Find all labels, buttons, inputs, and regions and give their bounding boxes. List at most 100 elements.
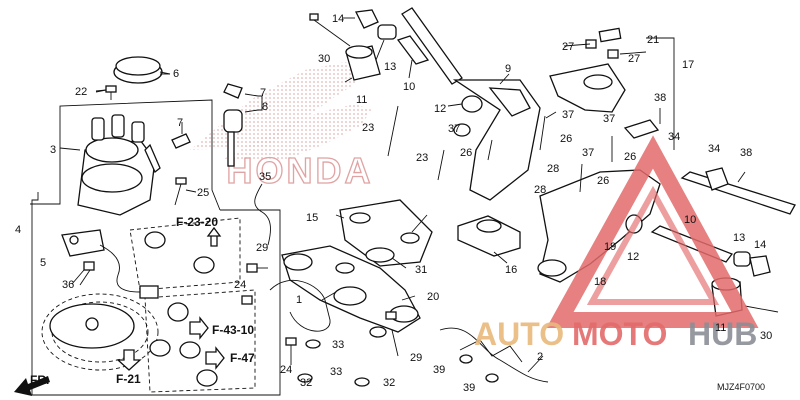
wire-harness-2b — [459, 339, 523, 363]
callout-37c: 37 — [582, 147, 594, 159]
front-label: FR. — [30, 373, 49, 387]
callout-12b: 12 — [627, 251, 639, 263]
reference-codes: F-23-20 F-43-10 F-47 F-21 FR. MJZ4F0700 — [30, 215, 765, 392]
callout-24b: 24 — [280, 364, 292, 376]
ref-f-47: F-47 — [230, 351, 255, 365]
bottom-fasteners — [241, 263, 499, 387]
callout-4: 4 — [15, 224, 21, 236]
front-direction-arrow — [14, 376, 50, 396]
callout-18: 18 — [594, 276, 606, 288]
automotohub-watermark: AUTO MOTO HUB — [474, 135, 759, 352]
rubber-37-left — [453, 123, 471, 137]
callout-14: 14 — [332, 13, 344, 25]
callout-37d: 37 — [603, 113, 615, 125]
callout-32b: 32 — [383, 377, 395, 389]
leader-lines — [71, 17, 675, 373]
callout-26c: 26 — [624, 151, 636, 163]
callout-16: 16 — [505, 264, 517, 276]
bolt-30-top — [309, 13, 351, 47]
callout-23b: 23 — [416, 152, 428, 164]
callout-31: 31 — [415, 264, 427, 276]
callout-33b: 33 — [330, 366, 342, 378]
callout-30b: 30 — [760, 330, 772, 342]
callout-28b: 28 — [534, 184, 546, 196]
callout-10b: 10 — [684, 214, 696, 226]
nut-12-left — [461, 95, 483, 113]
clamp-34-right — [705, 167, 729, 191]
callout-12: 12 — [434, 103, 446, 115]
fuel-cap — [49, 303, 135, 349]
callout-11b: 11 — [715, 322, 726, 334]
ref-f-21: F-21 — [116, 372, 141, 386]
catalog-code: MJZ4F0700 — [717, 382, 765, 392]
callout-15: 15 — [306, 212, 318, 224]
wire-harness-2 — [439, 327, 549, 383]
callout-28: 28 — [547, 163, 559, 175]
callout-3: 3 — [50, 144, 56, 156]
callout-11: 11 — [356, 94, 367, 106]
callout-35: 35 — [259, 171, 271, 183]
callout-21: 21 — [647, 34, 659, 46]
logo-moto: MOTO — [572, 316, 667, 352]
logo-hub: HUB — [688, 316, 757, 352]
callout-37b: 37 — [562, 109, 574, 121]
callout-38: 38 — [654, 92, 666, 104]
callout-24: 24 — [234, 279, 246, 291]
callout-8: 8 — [262, 101, 268, 113]
callout-29: 29 — [256, 242, 268, 254]
logo-auto: AUTO — [474, 316, 564, 352]
callout-36: 36 — [62, 279, 74, 291]
callout-37: 37 — [448, 123, 460, 135]
bolt-38b — [737, 171, 746, 183]
callout-26: 26 — [460, 147, 472, 159]
callout-7a: 7 — [177, 117, 183, 129]
ref-f-43-10: F-43-10 — [212, 323, 254, 337]
ignition-switch — [59, 114, 161, 216]
clip-14 — [355, 9, 379, 29]
callout-26d: 26 — [597, 175, 609, 187]
callout-34: 34 — [668, 131, 680, 143]
callout-2: 2 — [537, 351, 543, 363]
top-bridge — [339, 199, 433, 267]
callout-30: 30 — [318, 53, 330, 65]
lower-bridge — [281, 245, 421, 333]
key-cap — [113, 56, 171, 84]
callout-13b: 13 — [733, 232, 745, 244]
bolt-25 — [174, 177, 197, 206]
handle-holder-right — [549, 27, 626, 113]
callout-6: 6 — [173, 68, 179, 80]
callout-32: 32 — [300, 377, 312, 389]
honda-watermark-text: HONDA — [227, 150, 374, 191]
bolt-26b — [539, 115, 546, 151]
collar-13-right — [733, 251, 751, 267]
callout-10: 10 — [403, 81, 415, 93]
bolt-26-right-b — [579, 163, 583, 193]
cable-guide-35 — [254, 183, 271, 246]
callout-26b: 26 — [560, 133, 572, 145]
callout-25: 25 — [197, 187, 209, 199]
clamp-34-top — [623, 119, 660, 139]
callout-23: 23 — [362, 122, 374, 134]
bar-end-weight-left — [345, 24, 397, 81]
callout-22: 22 — [75, 86, 87, 98]
callout-14b: 14 — [754, 239, 766, 251]
callout-9: 9 — [505, 63, 511, 75]
callout-7b: 7 — [260, 87, 266, 99]
bolt-26-left — [487, 139, 493, 161]
callout-13: 13 — [384, 61, 396, 73]
callout-34b: 34 — [708, 143, 720, 155]
grommets — [144, 231, 218, 387]
callout-19: 19 — [604, 241, 616, 253]
cable-1 — [269, 279, 331, 332]
callout-33: 33 — [332, 339, 344, 351]
callout-27b: 27 — [628, 53, 640, 65]
ignition-group-frame — [30, 99, 281, 396]
callout-17: 17 — [682, 59, 694, 71]
callout-numbers: 14 30 13 11 10 9 12 37 23 23 26 26 37 28… — [15, 13, 772, 394]
callout-1: 1 — [296, 294, 302, 306]
reference-arrows — [116, 226, 225, 371]
callout-5: 5 — [40, 257, 46, 269]
handle-holder-left — [452, 79, 541, 201]
